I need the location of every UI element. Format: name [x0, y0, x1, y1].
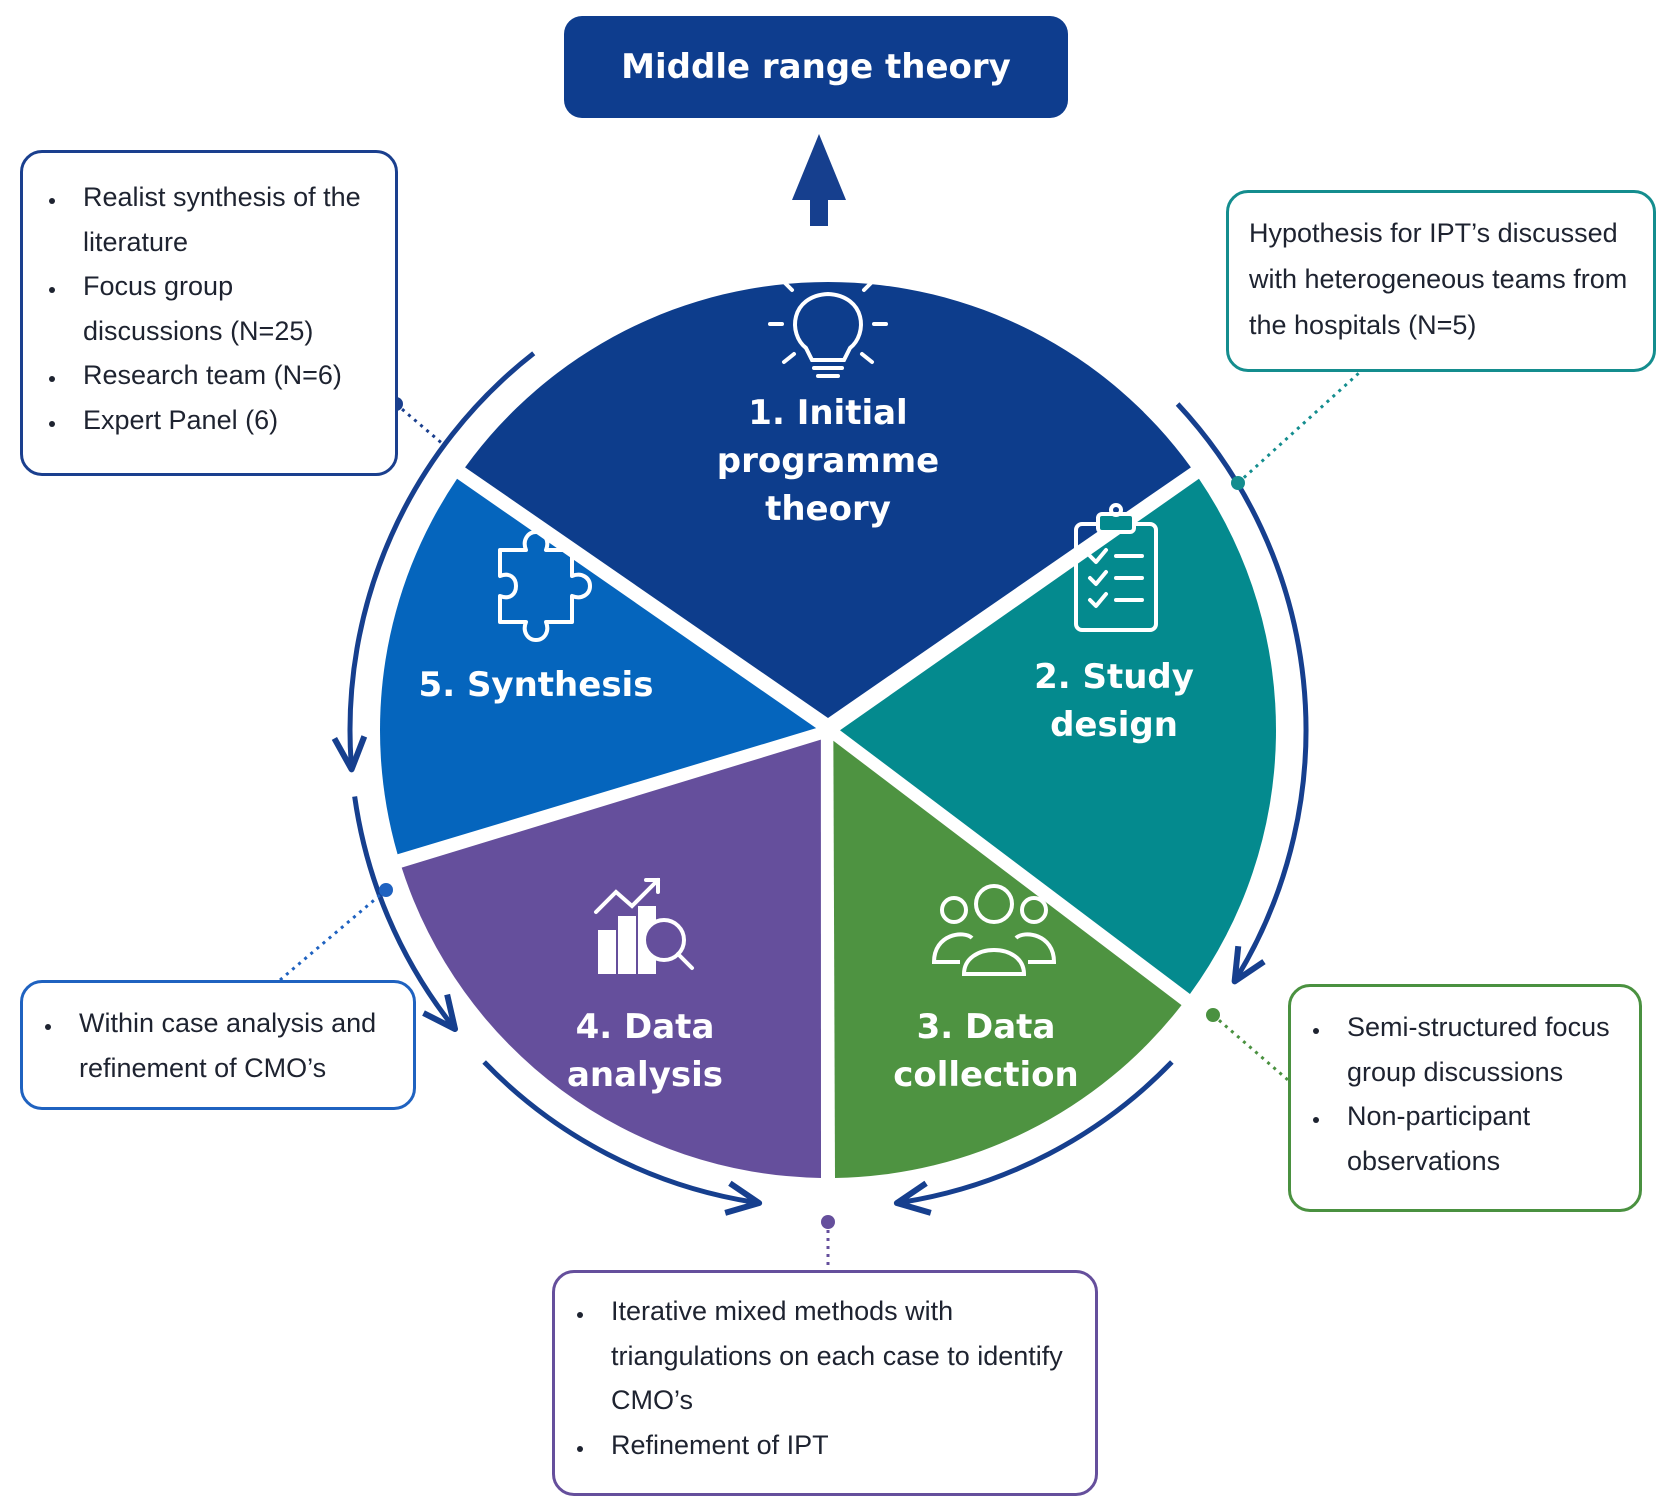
callout-study-design: Hypothesis for IPT’s discussed with hete…: [1226, 190, 1656, 372]
list-item: Refinement of IPT: [595, 1423, 1077, 1468]
segments-layer: [380, 282, 1276, 1178]
callout-synthesis-list: Realist synthesis of the literature Focu…: [31, 175, 377, 442]
arrowhead-icon: [724, 1180, 763, 1216]
banner-title: Middle range theory: [621, 47, 1011, 87]
ring-arc-synthesis: [347, 351, 536, 764]
arrowhead-icon: [331, 735, 368, 773]
list-item: Within case analysis and refinement of C…: [63, 1001, 399, 1090]
segment-label-synthesis-line1: 5. Synthesis: [419, 665, 654, 705]
middle-range-theory-banner: Middle range theory: [564, 16, 1068, 118]
list-item: Research team (N=6): [67, 353, 377, 398]
segment-initial: [465, 282, 1191, 718]
ring-arc-data-collection: [902, 1060, 1174, 1205]
callout-data-collection: Semi-structured focus group discussions …: [1288, 984, 1642, 1212]
connector-synthesis: [395, 402, 445, 447]
segment-label-initial-line2: programme: [717, 441, 939, 481]
segment-label-collection-line1: 3. Data: [917, 1007, 1056, 1047]
connector-within-case-dot: [379, 883, 393, 897]
arrowhead-icon: [893, 1180, 932, 1216]
arrowhead-icon: [422, 993, 459, 1033]
list-item: Expert Panel (6): [67, 398, 377, 443]
puzzle-piece-icon: [498, 530, 592, 642]
ring-arc-data-analysis: [482, 1060, 754, 1205]
up-arrow-icon: [792, 134, 846, 226]
segment-label-initial: 1. Initial programme theory: [717, 393, 939, 529]
list-item: Non-participant observations: [1331, 1094, 1625, 1183]
list-item: Focus group discussions (N=25): [67, 264, 377, 353]
list-item: Iterative mixed methods with triangulati…: [595, 1289, 1077, 1423]
callout-within-case-list: Within case analysis and refinement of C…: [27, 1001, 399, 1090]
segment-label-study-design: 2. Study design: [1034, 657, 1194, 745]
segment-label-collection-line2: collection: [893, 1055, 1079, 1095]
segment-label-analysis-line1: 4. Data: [576, 1007, 715, 1047]
segment-label-data-analysis: 4. Data analysis: [567, 1007, 723, 1095]
segment-label-synthesis: 5. Synthesis: [419, 665, 654, 705]
people-group-icon: [931, 884, 1057, 976]
ring-arc-lower-left: [352, 796, 454, 1026]
connector-data-collection-dot: [1206, 1008, 1220, 1022]
segment-label-study-line1: 2. Study: [1034, 657, 1194, 697]
segment-synthesis: [380, 478, 817, 855]
callout-synthesis: Realist synthesis of the literature Focu…: [20, 150, 398, 476]
arrowhead-icon: [1231, 945, 1266, 985]
clipboard-checklist-icon: [1074, 503, 1158, 632]
lightbulb-icon: [768, 266, 888, 378]
connector-data-analysis-dot: [821, 1215, 835, 1229]
connector-study-design: [1236, 370, 1362, 485]
callout-study-design-text: Hypothesis for IPT’s discussed with hete…: [1249, 218, 1628, 340]
callout-data-analysis-list: Iterative mixed methods with triangulati…: [559, 1289, 1077, 1467]
chart-magnifier-icon: [594, 878, 694, 974]
list-item: Semi-structured focus group discussions: [1331, 1005, 1625, 1094]
segment-label-initial-line3: theory: [765, 489, 891, 529]
segment-label-analysis-line2: analysis: [567, 1055, 723, 1095]
segment-label-data-collection: 3. Data collection: [893, 1007, 1079, 1095]
ring-arc-study-design: [1175, 402, 1309, 978]
list-item: Realist synthesis of the literature: [67, 175, 377, 264]
segment-label-initial-line1: 1. Initial: [748, 393, 907, 433]
callout-within-case-analysis: Within case analysis and refinement of C…: [20, 980, 416, 1110]
cycle-ring: [331, 351, 1309, 1216]
callout-data-collection-list: Semi-structured focus group discussions …: [1295, 1005, 1625, 1183]
connector-within-case: [279, 888, 387, 982]
connector-data-collection: [1212, 1013, 1289, 1082]
connector-study-design-dot: [1231, 476, 1245, 490]
callout-data-analysis: Iterative mixed methods with triangulati…: [552, 1270, 1098, 1496]
segment-data-collection: [833, 740, 1182, 1178]
segment-label-study-line2: design: [1050, 705, 1178, 745]
segment-study-design: [839, 478, 1276, 994]
